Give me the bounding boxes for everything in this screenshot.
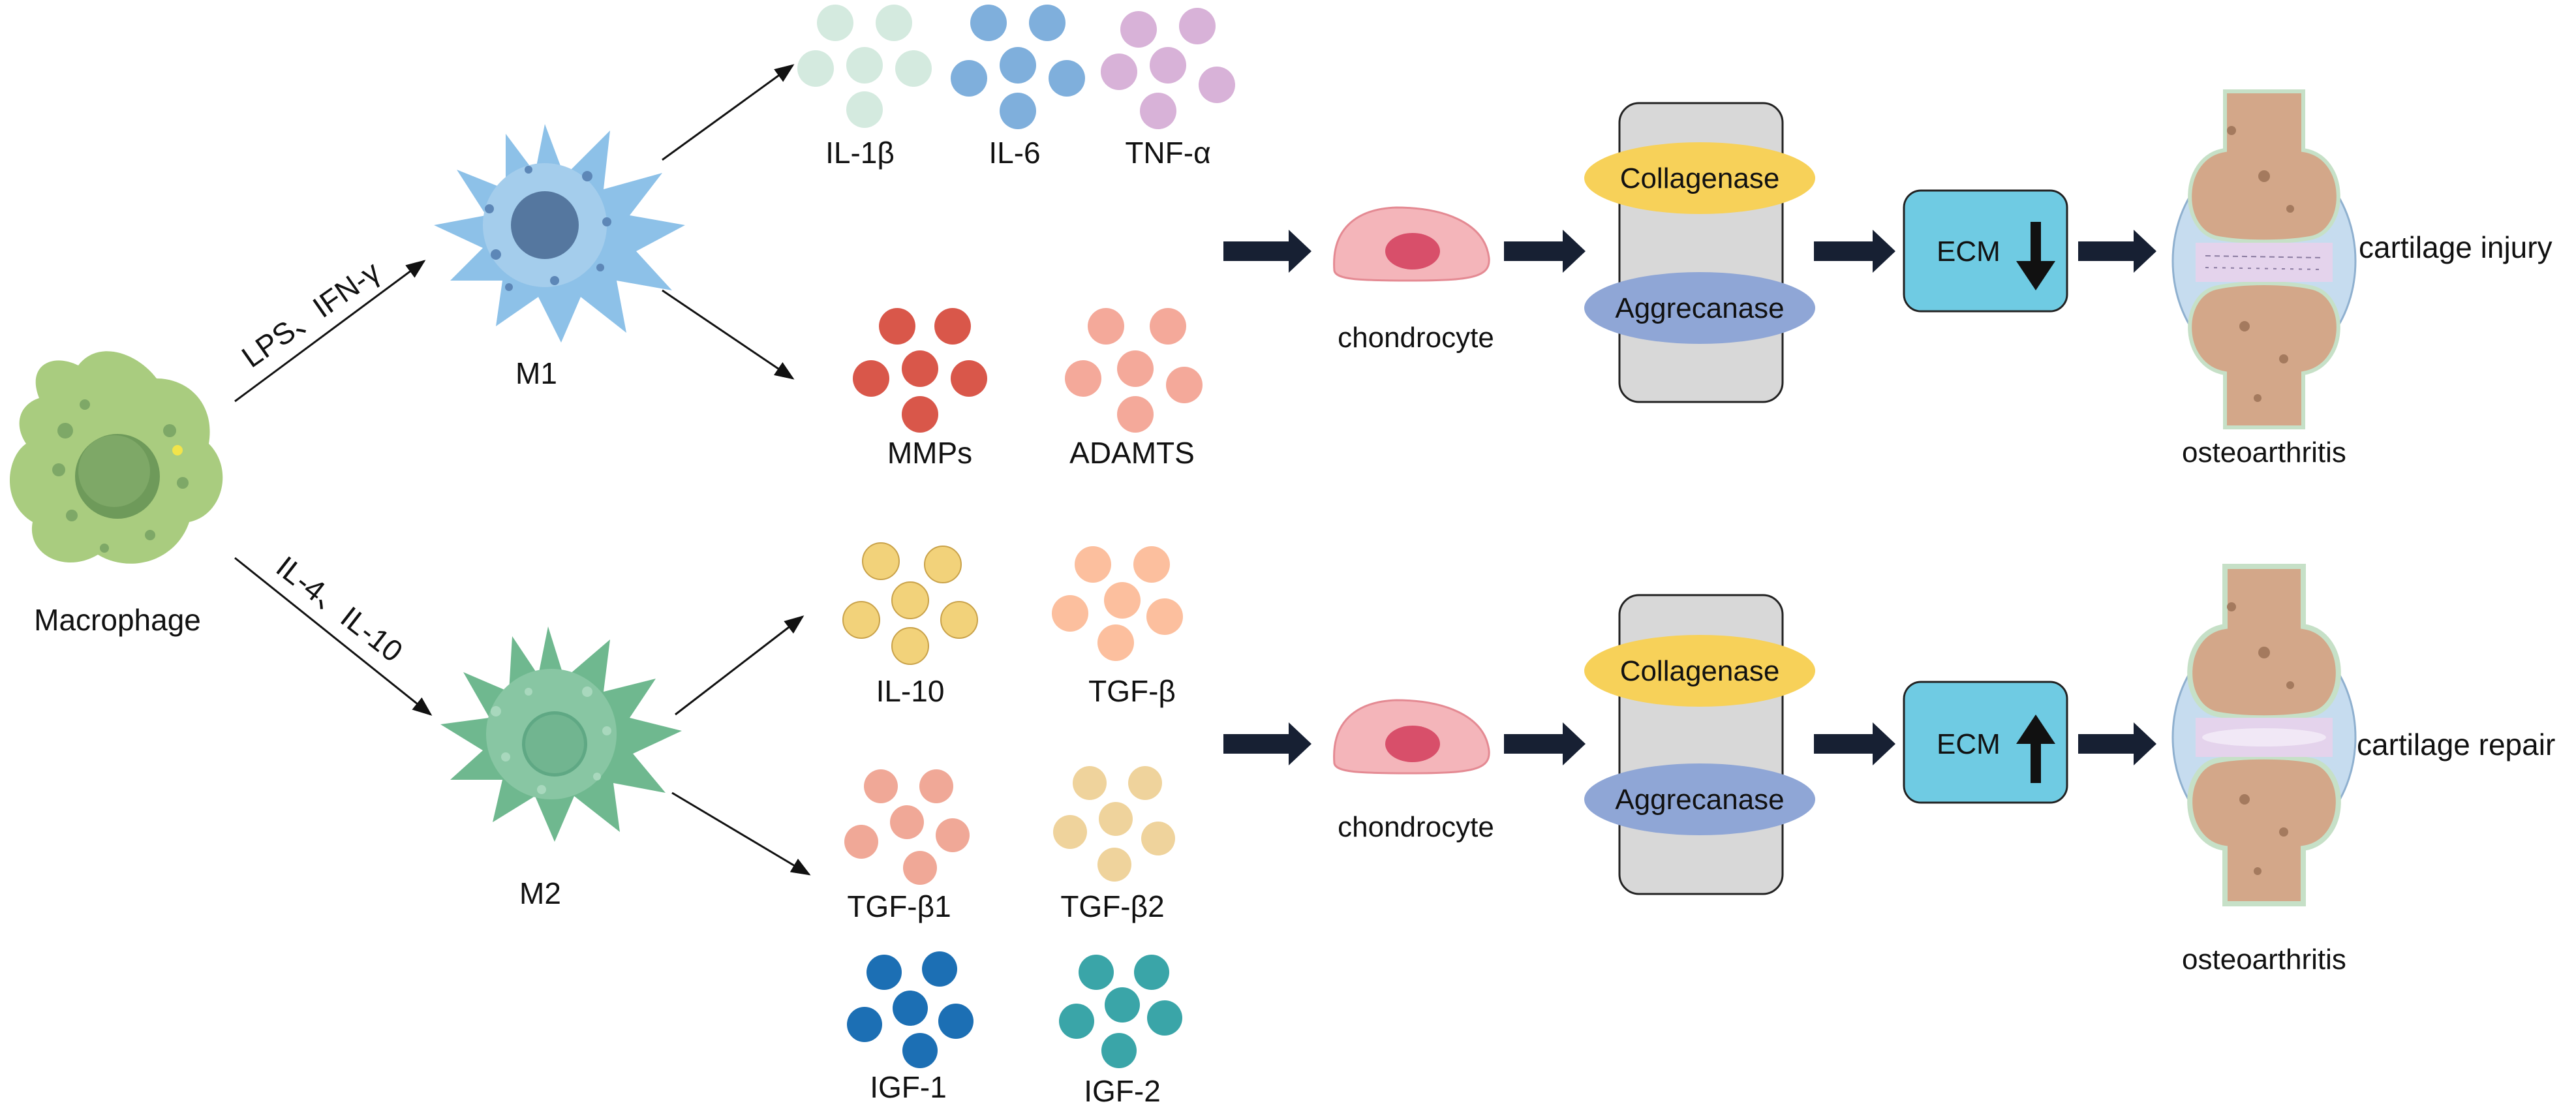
ecm-label-2: ECM (1937, 728, 2001, 760)
m2-label: M2 (519, 876, 561, 910)
block-arrow-1a (1223, 230, 1311, 273)
arrow-m2-to-growth (671, 792, 811, 876)
collagenase-label-1: Collagenase (1620, 162, 1780, 194)
macrophage-label: Macrophage (34, 603, 201, 637)
block-arrow-2b (1504, 722, 1586, 765)
arrow-m1-to-enzymes (662, 289, 795, 380)
tnfa-dots (1101, 8, 1235, 129)
il6-label: IL-6 (989, 136, 1040, 170)
tnfa-label: TNF-α (1125, 136, 1210, 170)
il6-dots (951, 5, 1085, 129)
knee-joint-injury (2171, 89, 2357, 429)
ecm-down-arrow-icon (2016, 222, 2055, 290)
arrow-to-m1 (234, 260, 426, 403)
igf2-label: IGF-2 (1084, 1074, 1161, 1108)
block-arrow-2d (2078, 722, 2156, 765)
chondrocyte-cell-2 (1333, 699, 1490, 775)
block-arrow-2a (1223, 722, 1311, 765)
block-arrow-1d (2078, 230, 2156, 273)
ecm-up-arrow-icon (2016, 715, 2055, 783)
tgfb1-label: TGF-β1 (847, 889, 951, 923)
block-arrow-1c (1814, 230, 1895, 273)
igf1-dots (847, 951, 974, 1068)
adamts-label: ADAMTS (1069, 436, 1195, 470)
ecm-box-1 (1903, 189, 2068, 313)
il10-dots (842, 542, 978, 665)
ecm-label-1: ECM (1937, 236, 2001, 268)
aggrecanase-pill-2 (1584, 763, 1815, 835)
collagenase-label-2: Collagenase (1620, 655, 1780, 687)
collagenase-pill-2 (1584, 635, 1815, 707)
m2-stimulus-label: IL-4、IL-10 (270, 549, 409, 669)
tgfb-dots (1052, 546, 1183, 661)
m1-stimulus-label: LPS、IFN-γ (236, 254, 386, 374)
chondrocyte-cell-1 (1333, 206, 1490, 282)
arrow-to-m2 (234, 557, 433, 716)
mmps-label: MMPs (887, 436, 972, 470)
chondrocyte-label-1: chondrocyte (1338, 322, 1494, 354)
m2-cell (440, 626, 682, 842)
m1-cell (434, 124, 685, 343)
mmps-dots (853, 308, 987, 433)
osteoarthritis-label-1: osteoarthritis (2182, 437, 2346, 469)
cartilage-injury-label: cartilage injury (2359, 230, 2553, 264)
il10-label: IL-10 (876, 674, 945, 708)
macrophage-cell (10, 351, 223, 564)
il1b-dots (797, 5, 932, 128)
il1b-label: IL-1β (825, 136, 895, 170)
osteoarthritis-label-2: osteoarthritis (2182, 944, 2346, 976)
tgfb2-label: TGF-β2 (1060, 889, 1164, 923)
tgfb-label: TGF-β (1088, 674, 1176, 708)
knee-joint-repair (2171, 564, 2357, 906)
ecm-box-2 (1903, 681, 2068, 804)
chondrocyte-label-2: chondrocyte (1338, 811, 1494, 843)
aggrecanase-label-1: Aggrecanase (1615, 292, 1784, 324)
aggrecanase-pill-1 (1584, 272, 1815, 344)
arrow-m2-to-factors (675, 615, 805, 716)
igf2-dots (1059, 955, 1182, 1068)
collagenase-pill-1 (1584, 142, 1815, 214)
igf1-label: IGF-1 (870, 1070, 947, 1104)
cartilage-repair-label: cartilage repair (2357, 728, 2555, 762)
m1-label: M1 (515, 356, 557, 390)
block-arrow-2c (1814, 722, 1895, 765)
tgfb2-dots (1053, 766, 1175, 882)
block-arrow-1b (1504, 230, 1586, 273)
tgfb1-dots (844, 769, 970, 885)
adamts-dots (1065, 308, 1203, 433)
aggrecanase-label-2: Aggrecanase (1615, 784, 1784, 816)
arrow-m1-to-cytokines (662, 64, 795, 161)
